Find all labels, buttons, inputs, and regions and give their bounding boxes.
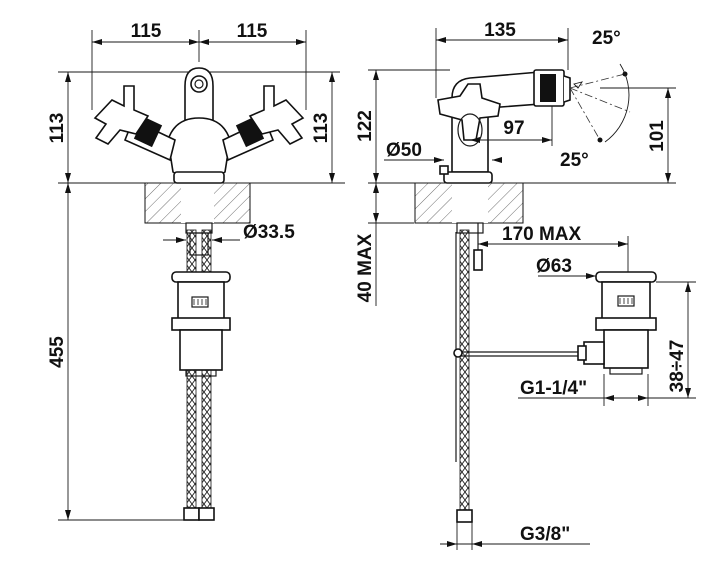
dim-height: 122 xyxy=(355,110,376,142)
dim-angle-top: 25° xyxy=(592,28,621,49)
spray-cone xyxy=(569,63,631,143)
dim-waste-diameter: Ø63 xyxy=(536,256,572,277)
dim-side-deck: 40 MAX xyxy=(355,183,414,306)
dim-side-height: 122 xyxy=(355,69,450,183)
dim-side-spout: 135 xyxy=(435,20,569,98)
dim-deck-thickness: 40 MAX xyxy=(355,233,376,302)
side-mixer-body xyxy=(437,69,571,184)
dim-width-left: 115 xyxy=(131,21,162,42)
dim-width-right: 115 xyxy=(237,21,268,42)
side-view: 135 25° 25° 122 101 97 xyxy=(355,20,696,550)
dim-spout-reach: 97 xyxy=(503,118,524,139)
dim-rod-length: 170 MAX xyxy=(502,224,582,245)
side-waste xyxy=(577,271,657,375)
dim-hole-diameter: Ø33.5 xyxy=(243,222,295,243)
dim-front-hole: Ø33.5 xyxy=(163,222,295,243)
front-waste xyxy=(171,271,231,377)
dim-front-height-right: 113 xyxy=(208,71,340,183)
dim-total-length: 455 xyxy=(47,336,68,368)
dim-supply-thread: G3/8" xyxy=(520,524,570,545)
dim-front-total: 455 xyxy=(47,183,184,521)
dim-height-left: 113 xyxy=(47,113,68,144)
dim-side-base: Ø50 xyxy=(384,140,502,163)
dim-height-right: 113 xyxy=(311,113,332,144)
dim-side-waste-thread: G1-1/4" xyxy=(518,374,649,406)
dim-base-diameter: Ø50 xyxy=(386,140,422,161)
front-view: 115 115 113 113 455 xyxy=(47,21,345,521)
dim-angle-bottom: 25° xyxy=(560,150,589,171)
dim-side-supply-thread: G3/8" xyxy=(440,522,590,550)
dim-front-height-left: 113 xyxy=(47,71,190,183)
front-mixer-body xyxy=(93,67,305,184)
dim-side-rod: 170 MAX xyxy=(478,224,629,272)
dim-spout-length: 135 xyxy=(484,20,516,41)
dim-front-width: 115 115 xyxy=(91,21,307,110)
dim-side-waste-dia: Ø63 xyxy=(536,256,596,279)
dim-waste-thread: G1-1/4" xyxy=(520,378,587,399)
dim-side-waste-adjust: 38÷47 xyxy=(648,281,696,399)
dim-spout-height: 101 xyxy=(647,120,668,152)
side-hose xyxy=(459,229,470,513)
dim-side-reach: 97 xyxy=(470,106,553,146)
dim-waste-adjust: 38÷47 xyxy=(667,340,688,393)
dim-side-spout-height: 101 xyxy=(600,87,676,183)
